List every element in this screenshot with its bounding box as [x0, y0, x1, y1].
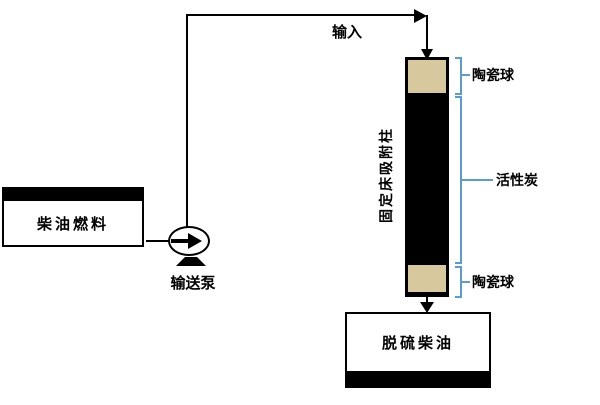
bracket-ceramic-bottom — [455, 266, 462, 298]
ceramic-top-label: 陶瓷球 — [472, 67, 514, 83]
arrow-down-icon — [421, 49, 433, 60]
adsorption-column — [405, 57, 449, 297]
ceramic-bottom-label: 陶瓷球 — [472, 274, 514, 290]
column-label: 固定床吸附柱 — [378, 127, 394, 223]
diesel-fuel-box: 柴油燃料 — [2, 187, 144, 247]
pipe-top-horizontal — [186, 14, 416, 16]
bracket-activated-carbon — [455, 96, 462, 264]
diesel-box-top-bar — [4, 189, 142, 201]
bracket-ceramic-bottom-tick — [462, 281, 470, 283]
bracket-activated-carbon-tick — [462, 179, 493, 181]
bracket-ceramic-top-tick — [462, 74, 470, 76]
pump-arrow-stem — [171, 239, 188, 243]
activated-carbon-section — [408, 93, 446, 265]
diesel-fuel-label: 柴油燃料 — [36, 215, 109, 233]
desulfurized-diesel-box: 脱硫柴油 — [345, 312, 491, 388]
ceramic-bottom-section — [408, 265, 446, 292]
input-label: 输入 — [332, 24, 363, 41]
pipe-box-to-pump — [146, 240, 170, 242]
arrow-down-icon — [420, 302, 434, 313]
pump-base — [176, 257, 206, 266]
arrow-right-icon — [414, 9, 427, 23]
output-box-bottom-bar — [347, 371, 489, 386]
pump-label: 输送泵 — [170, 275, 216, 292]
bracket-ceramic-top — [455, 57, 462, 95]
pump-arrow-icon — [188, 233, 202, 249]
activated-carbon-label: 活性炭 — [496, 172, 538, 188]
ceramic-top-section — [408, 60, 446, 93]
pipe-down-to-column — [426, 15, 428, 53]
desulfurized-diesel-label: 脱硫柴油 — [381, 335, 454, 352]
pipe-pump-up — [186, 14, 188, 227]
